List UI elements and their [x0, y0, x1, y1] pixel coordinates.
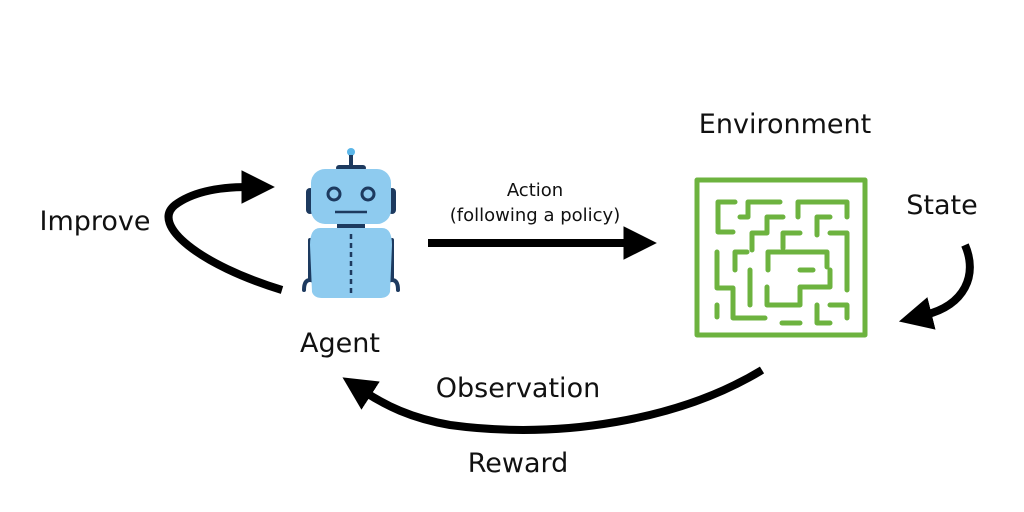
observation-reward-arrow	[342, 366, 765, 434]
action-sub-label: (following a policy)	[450, 205, 620, 226]
improve-arrow	[164, 170, 284, 294]
action-label: Action	[507, 180, 563, 201]
improve-label: Improve	[39, 206, 150, 237]
observation-label: Observation	[436, 373, 600, 404]
robot-icon	[302, 148, 400, 298]
environment-label: Environment	[699, 109, 871, 140]
state-arrow	[898, 243, 974, 330]
state-label: State	[906, 190, 977, 221]
agent-label: Agent	[300, 328, 380, 359]
reward-label: Reward	[468, 448, 569, 479]
maze-icon	[694, 177, 868, 338]
